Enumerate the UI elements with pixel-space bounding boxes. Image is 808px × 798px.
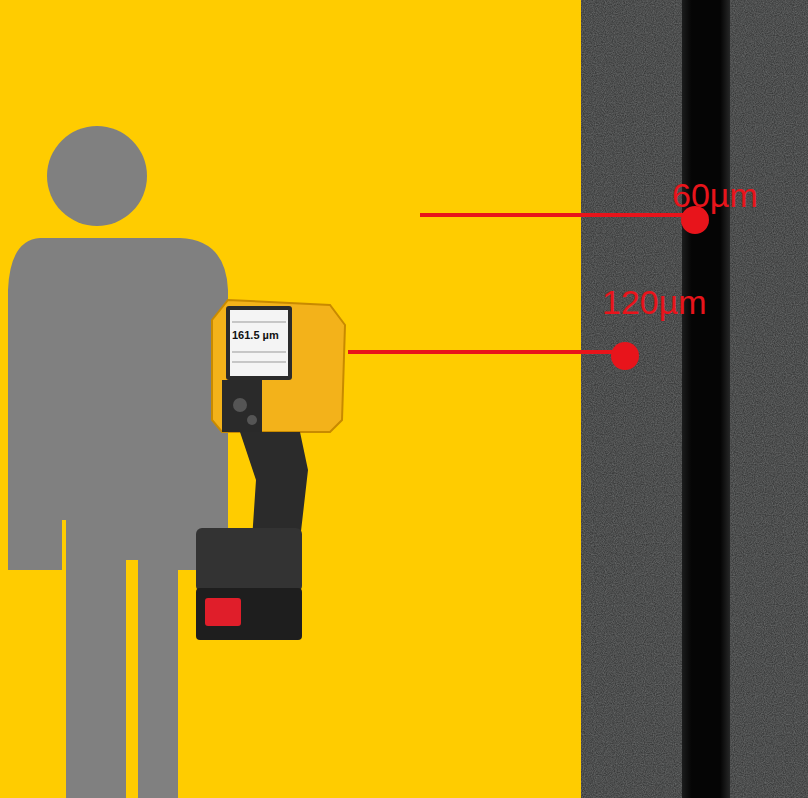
leader-line bbox=[348, 350, 625, 354]
measure-point bbox=[611, 342, 639, 370]
device-keypad bbox=[222, 380, 262, 432]
person-head bbox=[47, 126, 147, 226]
device-button bbox=[247, 415, 257, 425]
surface-texture bbox=[581, 0, 808, 798]
dimension-label: 60µm bbox=[672, 178, 758, 212]
gauge-device bbox=[196, 300, 345, 640]
screen-line bbox=[232, 352, 286, 353]
person-silhouette bbox=[8, 126, 228, 798]
device-handle bbox=[240, 432, 308, 540]
battery-button bbox=[205, 598, 241, 626]
screen-line bbox=[232, 362, 286, 363]
dimension-label: 120µm bbox=[602, 285, 707, 319]
device-screen bbox=[230, 310, 288, 376]
leader-lines bbox=[348, 206, 709, 370]
device-body bbox=[212, 300, 345, 432]
device-battery bbox=[196, 588, 302, 640]
device-screen-frame bbox=[226, 306, 292, 380]
surface-panel bbox=[581, 0, 808, 798]
leader-line bbox=[420, 213, 695, 217]
groove bbox=[682, 0, 730, 798]
person-body bbox=[8, 238, 228, 798]
screen-reading: 161.5 µm bbox=[232, 330, 279, 341]
device-base bbox=[196, 528, 302, 592]
device-button bbox=[233, 398, 247, 412]
screen-line bbox=[232, 322, 286, 323]
